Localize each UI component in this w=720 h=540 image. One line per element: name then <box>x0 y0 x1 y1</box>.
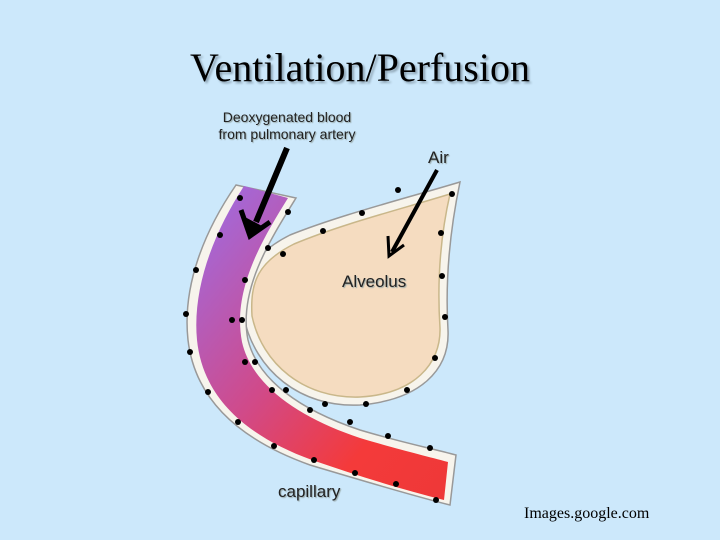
air-label: Air <box>428 148 449 167</box>
deoxygenated-line-2: from pulmonary artery <box>218 126 356 142</box>
deoxygenated-blood-label: Deoxygenated blood from pulmonary artery <box>207 109 367 143</box>
capillary-label: capillary <box>278 482 341 501</box>
alveolus-label: Alveolus <box>342 272 407 291</box>
blood-flow-arrow <box>238 146 290 240</box>
air-arrow <box>386 169 439 259</box>
image-source: Images.google.com <box>524 505 650 522</box>
alveolus <box>242 180 461 406</box>
cell-nuclei <box>183 187 455 503</box>
deoxygenated-line-1: Deoxygenated blood <box>222 109 352 125</box>
capillary <box>186 184 457 506</box>
slide-title: Ventilation/Perfusion <box>190 45 530 90</box>
